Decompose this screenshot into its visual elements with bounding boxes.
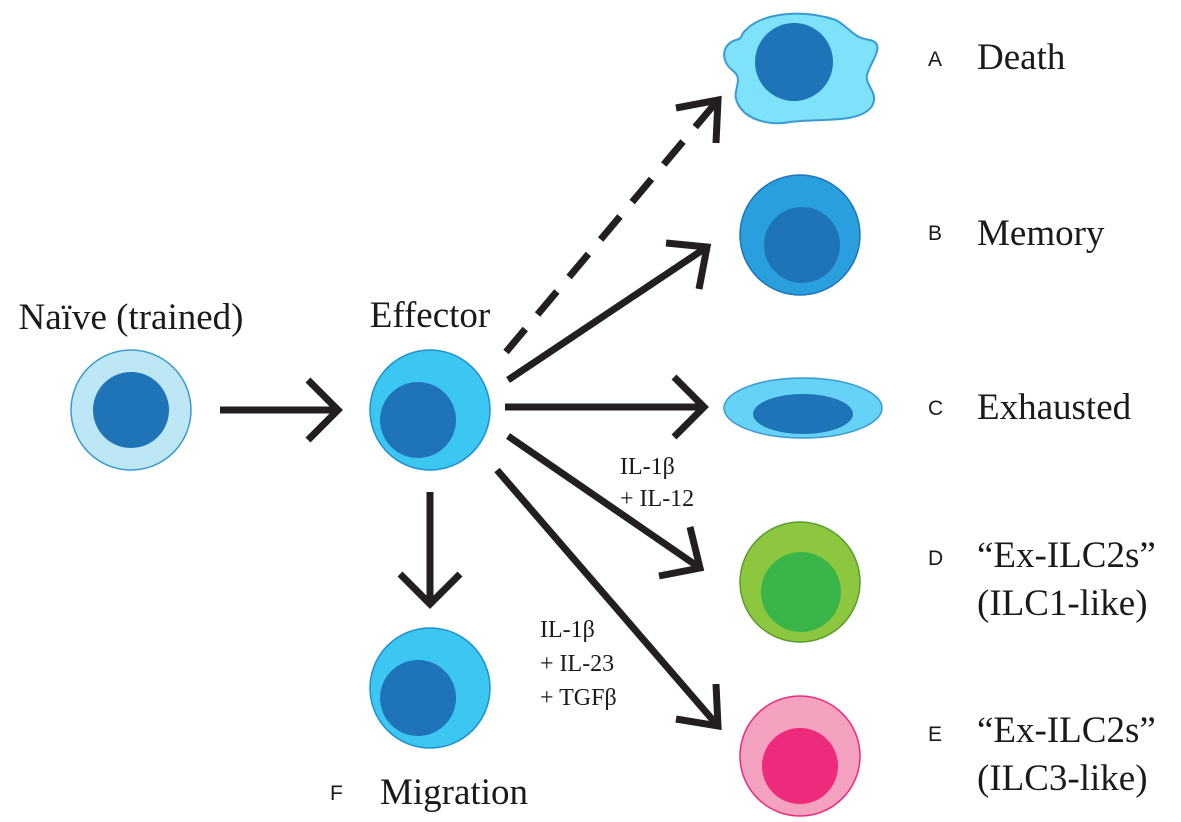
memory-cell <box>739 174 861 296</box>
migration-cell <box>369 627 491 749</box>
fate-subtitle: (ILC1-like) <box>977 583 1148 624</box>
ilc3-like-cell <box>739 695 861 817</box>
naive-label: Naïve (trained) <box>19 297 244 338</box>
fate-name: “Ex-ILC2s” <box>977 535 1156 576</box>
fate-migration: F Migration <box>330 772 528 813</box>
fate-letter: C <box>928 397 943 420</box>
effector-label: Effector <box>370 295 491 336</box>
ilc1-like-cell <box>739 521 861 643</box>
ilc1-cytokine-line-1: IL-1β <box>620 454 675 480</box>
fate-name: Migration <box>380 772 528 813</box>
fate-name: Exhausted <box>977 387 1132 428</box>
arrow-icon <box>220 377 343 443</box>
ilc3-cytokine-line-1: IL-1β <box>540 617 595 643</box>
fate-letter: A <box>928 48 942 71</box>
fate-name: Memory <box>977 213 1105 254</box>
exhausted-cell <box>723 377 883 439</box>
fate-name: “Ex-ILC2s” <box>977 710 1156 751</box>
fate-letter: F <box>330 782 343 805</box>
ilc3-cytokine-line-2: + IL-23 <box>540 651 614 677</box>
fate-letter: D <box>928 547 943 570</box>
arrow-icon <box>506 239 712 383</box>
fate-subtitle: (ILC3-like) <box>977 758 1148 799</box>
fate-death: A Death <box>928 37 1066 78</box>
arrow-icon <box>506 433 705 580</box>
fate-exhausted: C Exhausted <box>928 387 1132 428</box>
fate-memory: B Memory <box>928 213 1105 254</box>
ilc3-cytokine-line-3: + TGFβ <box>540 685 617 711</box>
fate-ilc3-like: E “Ex-ILC2s” (ILC3-like) <box>928 710 1156 799</box>
fate-name: Death <box>977 37 1066 78</box>
ilc1-cytokine-line-2: + IL-12 <box>620 486 694 512</box>
arrow-icon <box>397 492 463 609</box>
fate-letter: E <box>928 723 942 746</box>
dashed-arrow-icon <box>503 95 722 355</box>
fate-letter: B <box>928 222 942 245</box>
effector-cell <box>369 349 491 471</box>
death-cell <box>723 12 879 125</box>
arrow-icon <box>494 467 722 731</box>
fate-ilc1-like: D “Ex-ILC2s” (ILC1-like) <box>928 535 1156 624</box>
arrow-icon <box>505 374 709 440</box>
naive-cell <box>70 349 192 471</box>
